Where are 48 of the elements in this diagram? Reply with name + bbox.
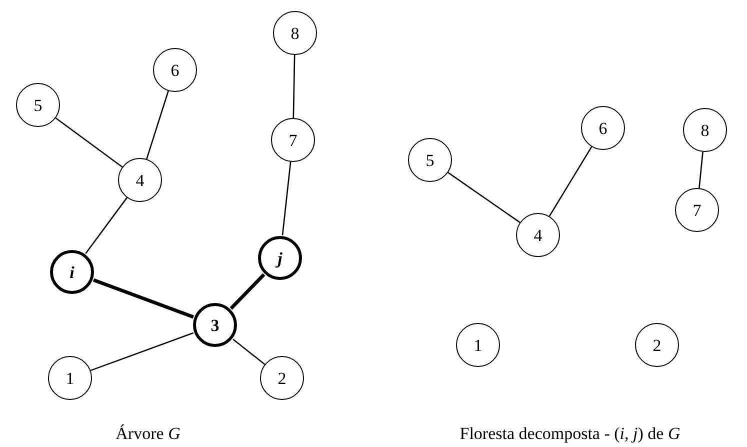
node-circle (675, 188, 719, 232)
node-label: 6 (170, 62, 180, 78)
edge-line (92, 278, 194, 319)
edge-line (146, 90, 169, 160)
node-label: 7 (692, 202, 702, 218)
node-circle (516, 213, 560, 257)
node-circle (683, 108, 727, 152)
caption: Floresta decomposta - (i, j) de G (460, 424, 680, 444)
node-circle (16, 83, 60, 127)
edge-line (282, 162, 292, 236)
node-circle (273, 11, 317, 55)
edge-line (548, 146, 592, 217)
node-label: 5 (426, 152, 434, 168)
node-label: i (70, 264, 74, 280)
node-label: 8 (700, 122, 710, 138)
node-label: 7 (288, 132, 298, 148)
node-label: 4 (136, 172, 144, 188)
node-label: 5 (34, 96, 42, 114)
node-label: 2 (652, 336, 662, 354)
node-circle (118, 158, 162, 202)
node-circle (153, 48, 197, 92)
node-circle (48, 356, 92, 400)
node-circle (635, 323, 679, 367)
node-circle (50, 250, 94, 294)
node-circle (456, 323, 500, 367)
node-label: 8 (290, 24, 300, 42)
node-circle (193, 303, 237, 347)
edge-line (230, 273, 266, 310)
node-label: j (278, 250, 282, 266)
node-circle (258, 236, 302, 280)
node-label: 6 (598, 120, 608, 136)
node-label: 1 (66, 370, 74, 386)
node-label: 4 (534, 226, 542, 244)
edge-line (698, 152, 704, 188)
edge-line (448, 172, 520, 223)
node-label: 1 (474, 336, 482, 354)
edge-line (90, 332, 194, 372)
node-circle (271, 118, 315, 162)
node-circle (408, 138, 452, 182)
node-circle (260, 356, 304, 400)
node-circle (581, 106, 625, 150)
edge-line (292, 54, 296, 118)
node-label: 3 (210, 316, 220, 334)
edge-line (85, 197, 128, 254)
node-label: 2 (278, 370, 286, 386)
edge-line (55, 118, 123, 168)
edge-line (232, 338, 266, 365)
caption: Árvore G (116, 424, 180, 444)
